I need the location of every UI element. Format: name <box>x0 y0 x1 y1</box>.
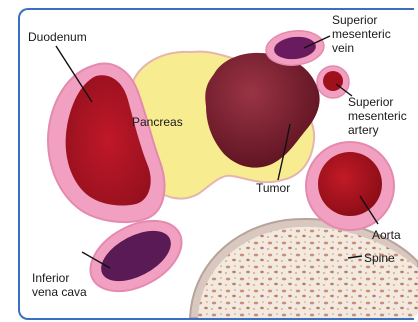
label-ivc-line2: vena cava <box>32 285 87 299</box>
label-sma-line1: Superior <box>348 95 393 109</box>
label-aorta: Aorta <box>372 228 401 242</box>
label-ivc-line1: Inferior <box>32 271 69 285</box>
aorta-shape <box>306 142 394 230</box>
label-smv-line3: vein <box>332 41 354 55</box>
label-spine: Spine <box>364 251 395 265</box>
label-tumor: Tumor <box>256 181 290 195</box>
label-sma-line2: mesenteric <box>348 109 407 123</box>
label-duodenum: Duodenum <box>28 30 87 44</box>
sma-shape <box>317 66 349 98</box>
label-smv-line1: Superior <box>332 13 377 27</box>
label-sma-line3: artery <box>348 123 379 137</box>
label-pancreas: Pancreas <box>132 115 183 129</box>
label-smv-line2: mesenteric <box>332 27 391 41</box>
